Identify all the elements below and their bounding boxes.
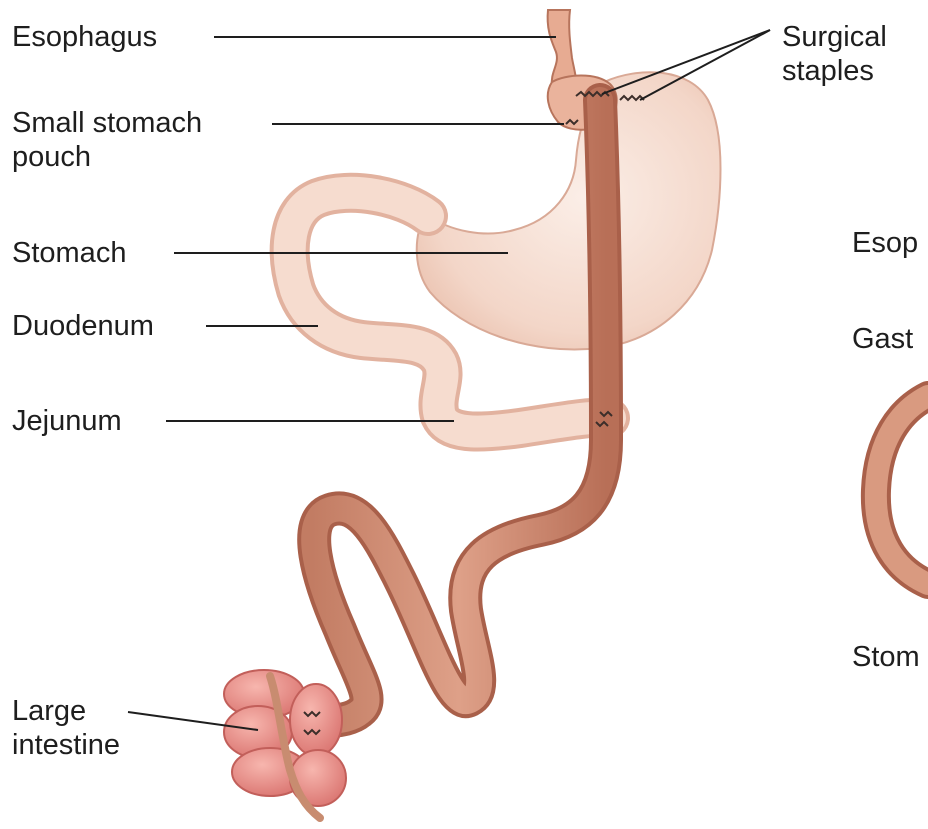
label-large-intestine-line1: Large — [12, 694, 120, 728]
label-esophagus: Esophagus — [12, 20, 157, 54]
label-large-intestine-line2: intestine — [12, 728, 120, 762]
label-jejunum: Jejunum — [12, 404, 122, 438]
label-surgical-staples: Surgical staples — [782, 20, 887, 88]
label-cut-esophagus: Esop — [852, 226, 918, 260]
label-small-stomach-pouch-line1: Small stomach — [12, 106, 202, 140]
partial-second-diagram — [876, 396, 928, 584]
large-intestine — [224, 670, 346, 818]
label-duodenum: Duodenum — [12, 309, 154, 343]
label-surgical-staples-line1: Surgical — [782, 20, 887, 54]
label-cut-gastric: Gast — [852, 322, 913, 356]
label-stomach: Stomach — [12, 236, 126, 270]
leader-staples-2 — [640, 30, 770, 100]
label-cut-stomach: Stom — [852, 640, 920, 674]
label-small-stomach-pouch-line2: pouch — [12, 140, 202, 174]
label-large-intestine: Large intestine — [12, 694, 120, 762]
label-small-stomach-pouch: Small stomach pouch — [12, 106, 202, 174]
label-surgical-staples-line2: staples — [782, 54, 887, 88]
